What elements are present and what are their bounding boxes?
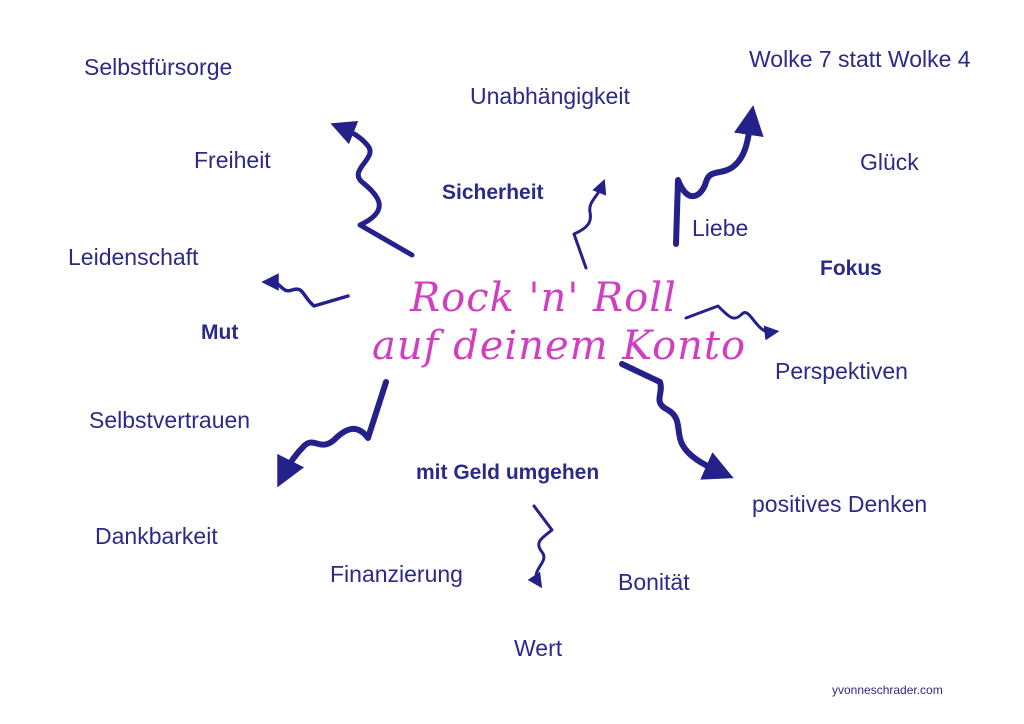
arrow-upper-left bbox=[330, 121, 415, 258]
word-unabhaengigkeit: Unabhängigkeit bbox=[470, 83, 630, 109]
word-bonitaet: Bonität bbox=[618, 569, 690, 595]
word-selbstvertrauen: Selbstvertrauen bbox=[89, 407, 251, 433]
word-fokus: Fokus bbox=[820, 257, 882, 280]
word-mit-geld-umgehen: mit Geld umgehen bbox=[416, 461, 600, 484]
word-positives-denken: positives Denken bbox=[752, 491, 928, 517]
credit-link[interactable]: yvonneschrader.com bbox=[832, 683, 943, 697]
word-liebe: Liebe bbox=[692, 215, 749, 241]
word-sicherheit: Sicherheit bbox=[442, 181, 544, 204]
word-selbstfuersorge: Selbstfürsorge bbox=[84, 54, 233, 80]
arrow-perspektiven bbox=[684, 304, 780, 341]
word-glueck: Glück bbox=[860, 149, 919, 175]
arrow-left bbox=[261, 273, 350, 308]
word-leidenschaft: Leidenschaft bbox=[68, 244, 199, 270]
word-mut: Mut bbox=[201, 321, 239, 344]
center-title-line1: Rock 'n' Roll bbox=[410, 275, 677, 321]
word-wert: Wert bbox=[514, 635, 563, 661]
word-finanzierung: Finanzierung bbox=[330, 561, 463, 587]
word-perspektiven: Perspektiven bbox=[775, 358, 908, 384]
arrow-lower-left bbox=[277, 379, 389, 488]
word-freiheit: Freiheit bbox=[194, 147, 271, 173]
word-wolke: Wolke 7 statt Wolke 4 bbox=[749, 46, 971, 72]
arrow-sicherheit bbox=[572, 179, 607, 270]
word-dankbarkeit: Dankbarkeit bbox=[95, 523, 218, 549]
center-title-line2: auf deinem Konto bbox=[372, 323, 747, 369]
arrow-wert bbox=[527, 504, 554, 589]
arrow-wolke bbox=[673, 105, 764, 247]
arrow-positives bbox=[619, 361, 734, 480]
